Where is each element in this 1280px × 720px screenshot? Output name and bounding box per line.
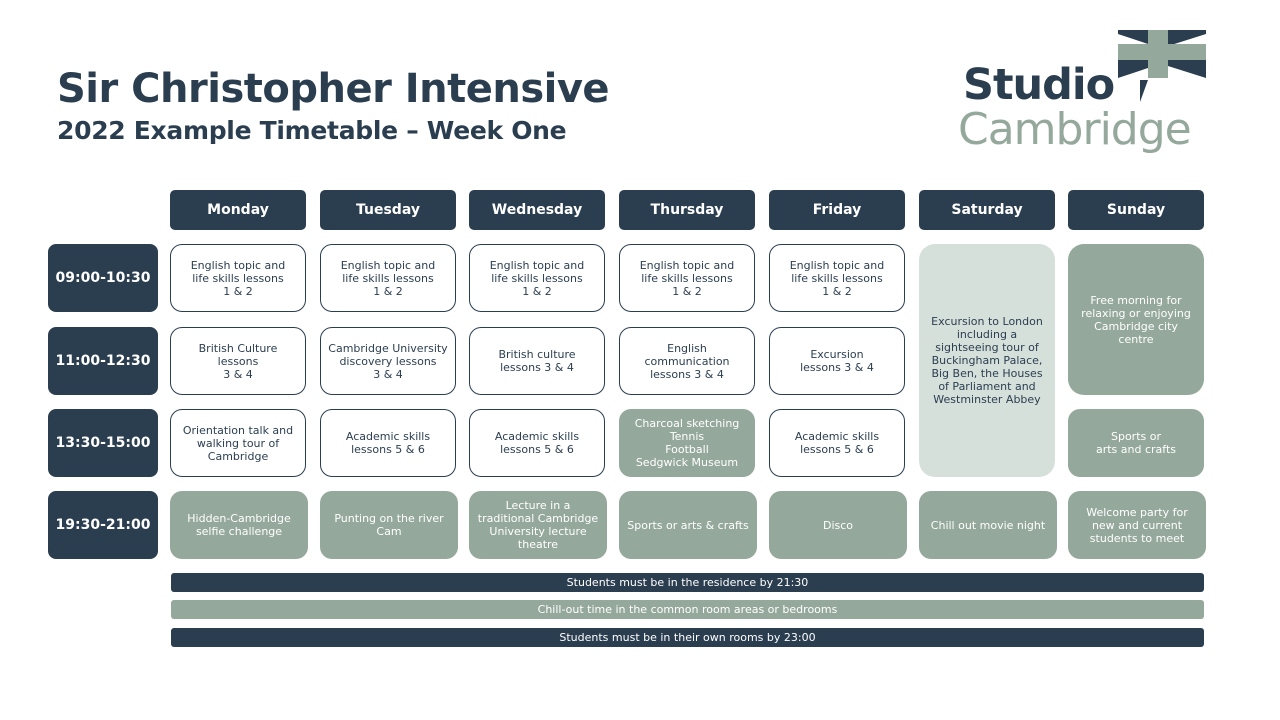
logo-word-studio: Studio — [963, 60, 1115, 110]
day-header-friday: Friday — [769, 190, 905, 230]
notice-curfew-rooms: Students must be in their own rooms by 2… — [171, 628, 1204, 647]
activity-monday-slot-3: Orientation talk and walking tour of Cam… — [170, 409, 306, 477]
time-slot-label: 19:30-21:00 — [48, 491, 158, 559]
activity-thursday-slot-2: English communication lessons 3 & 4 — [619, 327, 755, 395]
union-flag-icon — [1118, 30, 1206, 102]
day-header-saturday: Saturday — [919, 190, 1055, 230]
activity-wednesday-slot-4: Lecture in a traditional Cambridge Unive… — [469, 491, 607, 559]
activity-saturday-slot-1: Excursion to London including a sightsee… — [919, 244, 1055, 477]
activity-sunday-slot-1: Free morning for relaxing or enjoying Ca… — [1068, 244, 1204, 395]
activity-tuesday-slot-3: Academic skills lessons 5 & 6 — [320, 409, 456, 477]
day-header-monday: Monday — [170, 190, 306, 230]
activity-monday-slot-4: Hidden-Cambridge selfie challenge — [170, 491, 308, 559]
studio-cambridge-logo: Studio Cambridge — [958, 30, 1208, 155]
time-slot-label: 13:30-15:00 — [48, 409, 158, 477]
day-header-wednesday: Wednesday — [469, 190, 605, 230]
time-slot-label: 09:00-10:30 — [48, 244, 158, 312]
day-header-thursday: Thursday — [619, 190, 755, 230]
day-header-sunday: Sunday — [1068, 190, 1204, 230]
logo-word-cambridge: Cambridge — [958, 104, 1192, 155]
notice-curfew-residence: Students must be in the residence by 21:… — [171, 573, 1204, 592]
activity-tuesday-slot-2: Cambridge University discovery lessons 3… — [320, 327, 456, 395]
activity-thursday-slot-1: English topic and life skills lessons 1 … — [619, 244, 755, 312]
activity-friday-slot-1: English topic and life skills lessons 1 … — [769, 244, 905, 312]
activity-tuesday-slot-4: Punting on the river Cam — [320, 491, 458, 559]
activity-monday-slot-1: English topic and life skills lessons 1 … — [170, 244, 306, 312]
activity-friday-slot-2: Excursion lessons 3 & 4 — [769, 327, 905, 395]
activity-wednesday-slot-3: Academic skills lessons 5 & 6 — [469, 409, 605, 477]
activity-monday-slot-2: British Culture lessons 3 & 4 — [170, 327, 306, 395]
activity-tuesday-slot-1: English topic and life skills lessons 1 … — [320, 244, 456, 312]
time-slot-label: 11:00-12:30 — [48, 327, 158, 395]
activity-wednesday-slot-1: English topic and life skills lessons 1 … — [469, 244, 605, 312]
activity-friday-slot-4: Disco — [769, 491, 907, 559]
activity-wednesday-slot-2: British culture lessons 3 & 4 — [469, 327, 605, 395]
page-subtitle: 2022 Example Timetable – Week One — [57, 116, 567, 145]
activity-sunday-slot-4: Welcome party for new and current studen… — [1068, 491, 1206, 559]
activity-thursday-slot-4: Sports or arts & crafts — [619, 491, 757, 559]
notice-chill-out: Chill-out time in the common room areas … — [171, 600, 1204, 619]
page-title: Sir Christopher Intensive — [57, 66, 610, 112]
activity-sunday-slot-3: Sports or arts and crafts — [1068, 409, 1204, 477]
activity-thursday-slot-3: Charcoal sketching Tennis Football Sedgw… — [619, 409, 755, 477]
day-header-tuesday: Tuesday — [320, 190, 456, 230]
activity-saturday-slot-4: Chill out movie night — [919, 491, 1057, 559]
activity-friday-slot-3: Academic skills lessons 5 & 6 — [769, 409, 905, 477]
